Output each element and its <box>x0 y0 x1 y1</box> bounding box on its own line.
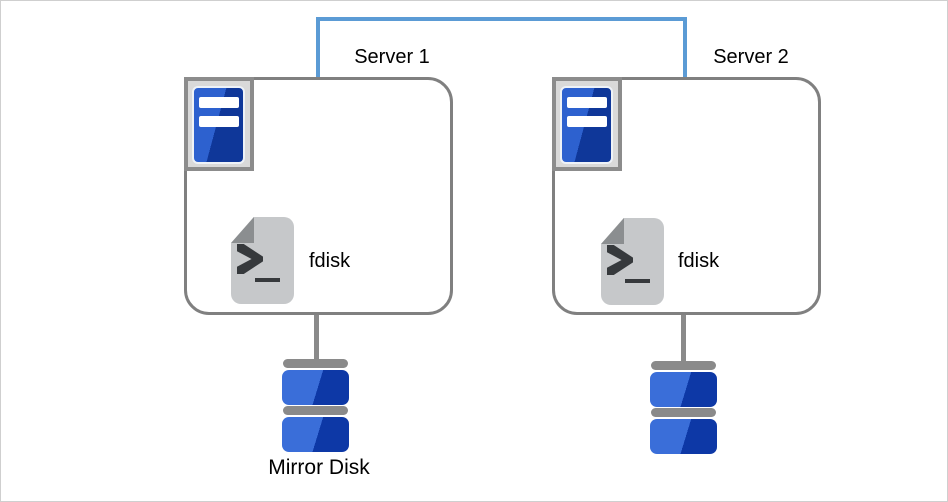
terminal-script-icon <box>601 218 664 305</box>
server2-disk-connector <box>681 315 686 362</box>
disk-platter <box>650 419 717 454</box>
disk-cap-bar <box>283 406 348 415</box>
server-slot-bar <box>567 97 607 108</box>
server1-icon-frame <box>184 77 254 171</box>
server-slot-bar <box>199 116 239 127</box>
server2-icon-frame <box>552 77 622 171</box>
disk-cap-bar <box>651 408 716 417</box>
server2-label: Server 2 <box>713 46 789 68</box>
server1-disk-connector <box>314 315 319 360</box>
server-slot-bar <box>567 116 607 127</box>
server2-tool-label: fdisk <box>678 250 720 272</box>
disk-stack-icon <box>282 359 349 453</box>
server-link-line <box>316 17 687 77</box>
server-slot-bar <box>199 97 239 108</box>
server-tower-icon <box>192 86 245 164</box>
terminal-script-icon <box>231 217 294 304</box>
disk-cap-bar <box>651 361 716 370</box>
server-tower-icon <box>560 86 613 164</box>
disk-stack-icon <box>650 361 717 455</box>
cursor-underscore-glyph <box>255 278 280 282</box>
server1-tool-label: fdisk <box>309 250 351 272</box>
cursor-underscore-glyph <box>625 279 650 283</box>
server1-label: Server 1 <box>354 46 430 68</box>
disk-platter <box>282 370 349 405</box>
disk-cap-bar <box>283 359 348 368</box>
mirror-disk-label: Mirror Disk <box>268 456 370 479</box>
disk-platter <box>650 372 717 407</box>
disk-platter <box>282 417 349 452</box>
